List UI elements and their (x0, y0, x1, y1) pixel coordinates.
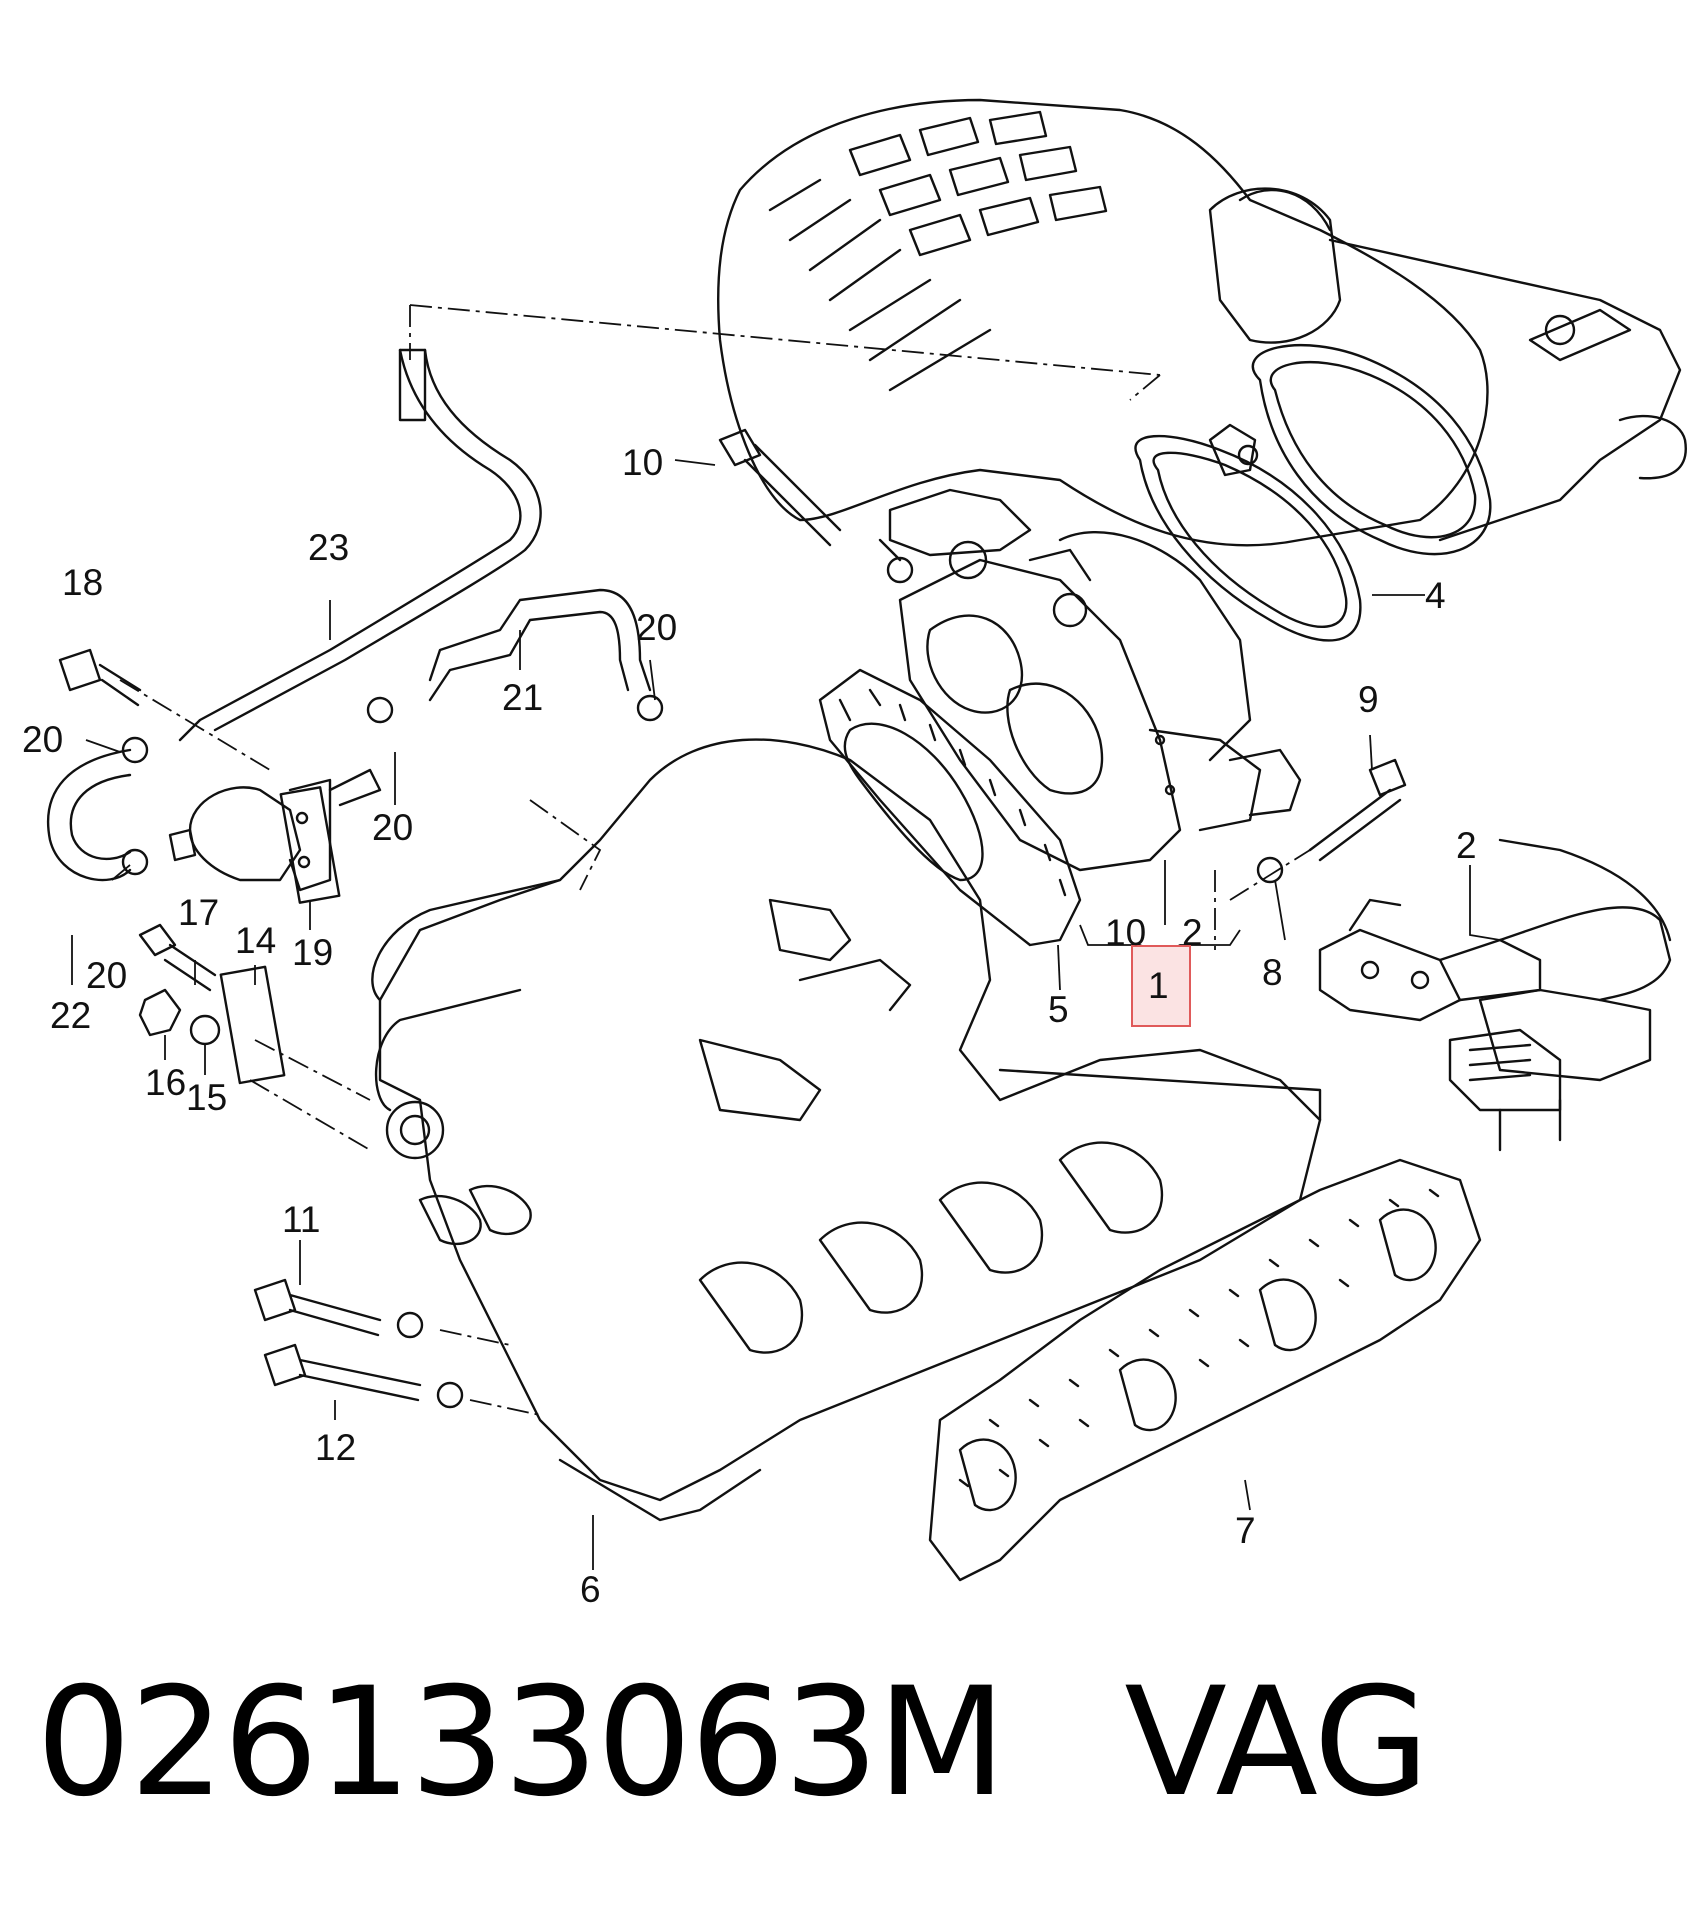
callout-12: 12 (315, 1427, 356, 1468)
callout-20-middle: 20 (372, 807, 413, 848)
bolt-10-top (718, 428, 842, 547)
callout-20-left-bottom: 20 (86, 955, 127, 996)
callout-19: 19 (292, 932, 333, 973)
callout-20-right: 20 (636, 607, 677, 648)
callout-7: 7 (1235, 1510, 1256, 1551)
callout-10-bottom: 10 (1105, 912, 1146, 953)
washer-11 (396, 1311, 424, 1339)
callout-22: 22 (50, 995, 91, 1036)
nut-16 (138, 988, 182, 1037)
callout-16: 16 (145, 1062, 186, 1103)
callout-9: 9 (1358, 679, 1379, 720)
washer-12 (436, 1381, 464, 1409)
bolt-12 (263, 1343, 422, 1402)
hose-clamp-20a (121, 736, 149, 764)
callout-15: 15 (186, 1077, 227, 1118)
vacuum-hose-23 (178, 348, 542, 742)
callout-23: 23 (308, 527, 349, 568)
bolt-11 (253, 1278, 382, 1337)
throttle-gasket-5 (818, 668, 1082, 947)
washer-15 (189, 1014, 221, 1046)
callout-2-sensor: 2 (1456, 825, 1477, 866)
air-intake-hose (716, 98, 1687, 547)
sensor-2 (1318, 838, 1672, 1152)
callout-14: 14 (235, 920, 276, 961)
bolt-9 (1308, 758, 1407, 862)
callout-21: 21 (502, 677, 543, 718)
seal-ring-4 (1134, 423, 1362, 642)
vacuum-hose-22 (46, 748, 132, 882)
callout-18: 18 (62, 562, 103, 603)
part-caption: 026133063M VAG (36, 1656, 1430, 1830)
brand-name: VAG (1124, 1656, 1429, 1830)
callout-2-throttle: 2 (1182, 912, 1203, 953)
callout-20-left-top: 20 (22, 719, 63, 760)
callout-6: 6 (580, 1569, 601, 1610)
bolt-17 (138, 923, 217, 992)
bracket-14 (219, 965, 286, 1085)
bolt-18 (58, 648, 142, 707)
solenoid-valve-19 (168, 768, 382, 904)
callout-1-highlight (1131, 945, 1191, 1027)
part-number: 026133063M (36, 1656, 1006, 1830)
callout-5: 5 (1048, 989, 1069, 1030)
callout-17: 17 (178, 892, 219, 933)
callout-1: 1 (1148, 965, 1169, 1006)
throttle-body-1 (878, 488, 1302, 872)
callout-8: 8 (1262, 952, 1283, 993)
washer-8 (1256, 856, 1284, 884)
hose-clamp-20b (121, 848, 149, 876)
callout-4: 4 (1425, 575, 1446, 616)
intake-manifold-6 (371, 738, 1322, 1522)
callout-11: 11 (282, 1199, 320, 1240)
callout-10-top: 10 (622, 442, 663, 483)
hose-clamp-20c (366, 696, 394, 724)
manifold-gasket-7 (928, 1158, 1482, 1582)
hose-clamp-20d (636, 694, 664, 722)
intake-gasket-ring (1251, 343, 1492, 556)
